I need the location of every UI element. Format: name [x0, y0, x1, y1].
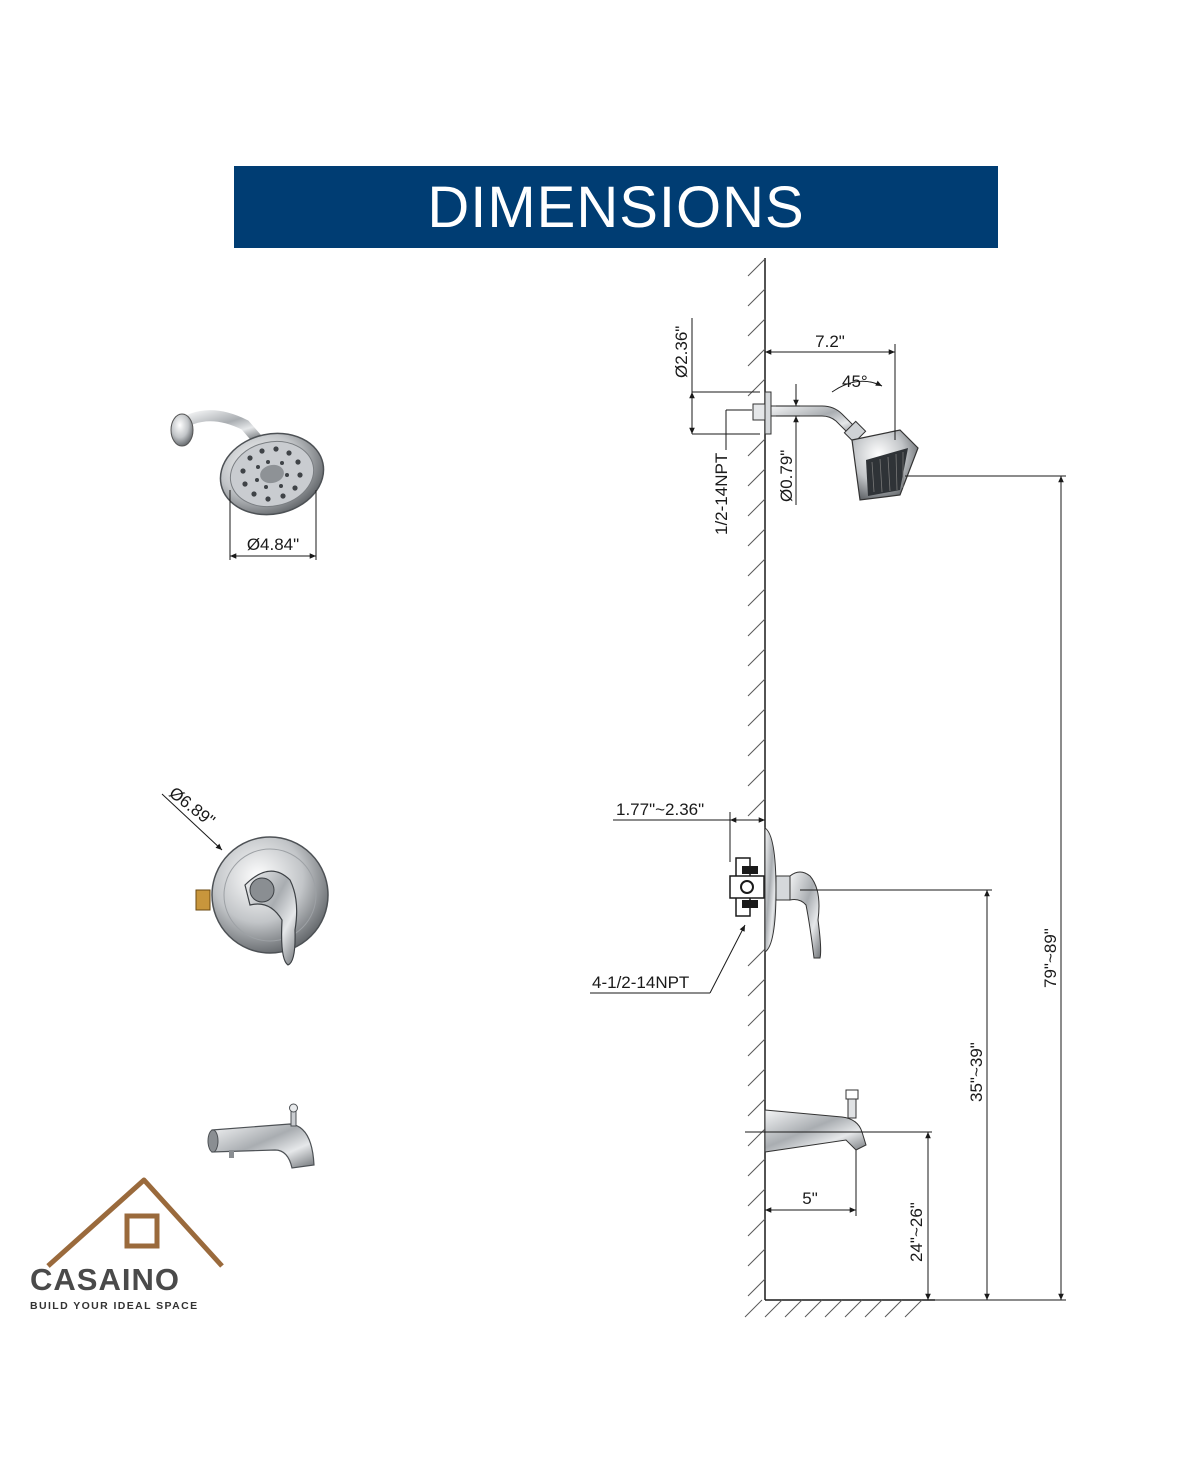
page-title: DIMENSIONS [427, 174, 805, 240]
valve-trim-product: Ø6.89" [161, 783, 329, 966]
dimensions-banner: DIMENSIONS [234, 166, 998, 248]
flange-diameter-label: Ø2.36" [672, 326, 691, 378]
valve-height-dimension: 35"~39" [800, 889, 992, 1300]
arm-length-label: 7.2" [815, 332, 845, 351]
inlet-thread-callout: 1/2-14NPT [712, 409, 752, 535]
flange-diameter-dimension: Ø2.36" [672, 318, 760, 435]
head-height-label: 79"~89" [1041, 928, 1060, 988]
valve-side-view [729, 827, 822, 959]
brand-tagline: BUILD YOUR IDEAL SPACE [30, 1300, 198, 1312]
casaino-logo: CASAINO BUILD YOUR IDEAL SPACE [30, 1177, 224, 1312]
arm-diameter-dimension: Ø0.79" [776, 384, 800, 505]
arm-diameter-label: Ø0.79" [777, 450, 796, 502]
arm-length-dimension: 7.2" [765, 332, 896, 440]
shower-side-view: 45° [752, 372, 919, 501]
spout-length-label: 5" [802, 1189, 818, 1208]
spout-length-dimension: 5" [765, 1150, 857, 1216]
inlet-thread-label: 1/2-14NPT [712, 453, 731, 535]
tub-spout-product [207, 1103, 315, 1169]
head-height-dimension: 79"~89" [905, 475, 1066, 1301]
valve-ports-callout: 4-1/2-14NPT [590, 924, 746, 994]
valve-height-label: 35"~39" [967, 1042, 986, 1102]
spout-height-dimension: 24"~26" [907, 1132, 931, 1300]
wall-depth-label: 1.77"~2.36" [616, 800, 704, 819]
valve-trim-diameter-label: Ø6.89" [166, 783, 219, 830]
shower-head-diameter-label: Ø4.84" [247, 535, 299, 554]
valve-ports-label: 4-1/2-14NPT [592, 973, 689, 992]
shower-head-product: Ø4.84" [170, 410, 325, 560]
brand-wordmark: CASAINO [30, 1262, 180, 1297]
spout-side-view [745, 1089, 932, 1153]
spout-height-label: 24"~26" [907, 1202, 926, 1262]
wall-depth-dimension: 1.77"~2.36" [613, 800, 765, 862]
tilt-angle-label: 45° [842, 372, 868, 391]
